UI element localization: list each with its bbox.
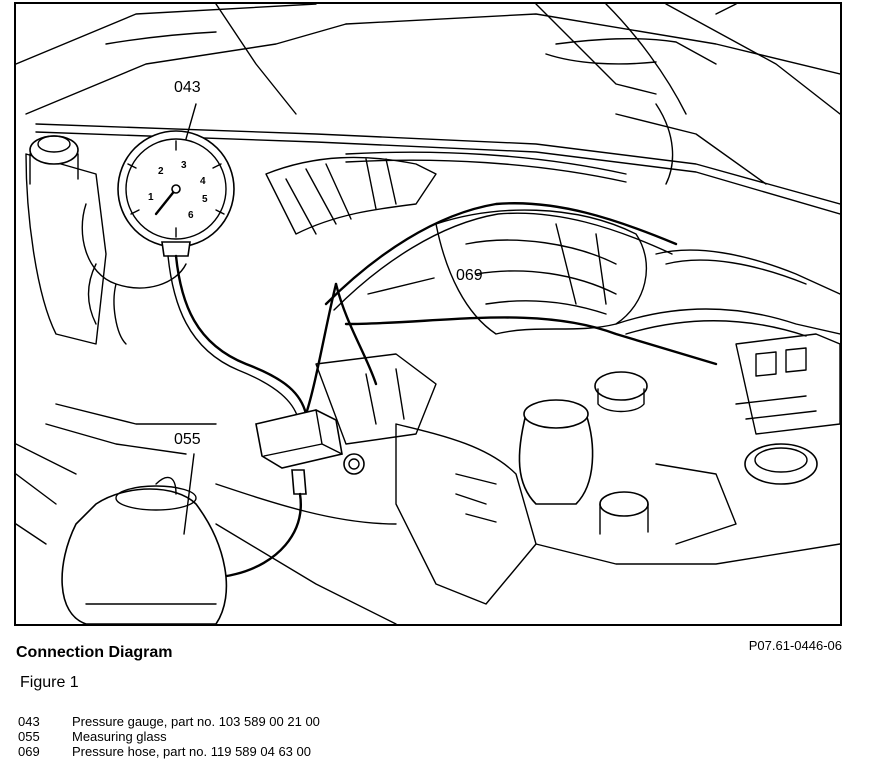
callout-043: 043 bbox=[174, 79, 201, 96]
dial-number: 5 bbox=[202, 194, 208, 205]
parts-legend: 043 Pressure gauge, part no. 103 589 00 … bbox=[18, 714, 320, 759]
cowl-panel bbox=[35, 103, 840, 215]
legend-number: 043 bbox=[18, 714, 40, 729]
engine-block bbox=[16, 353, 840, 624]
legend-row: 055 Measuring glass bbox=[18, 729, 320, 744]
legend-row: 069 Pressure hose, part no. 119 589 04 6… bbox=[18, 744, 320, 759]
callout-leaders bbox=[183, 103, 435, 535]
legend-description: Measuring glass bbox=[72, 729, 167, 744]
diagram-title: Connection Diagram bbox=[16, 644, 173, 661]
engine-connection-illustration: 1 2 3 4 5 6 043 055 069 bbox=[14, 2, 842, 626]
pressure-gauge: 1 2 3 4 5 6 bbox=[117, 130, 235, 257]
legend-description: Pressure hose, part no. 119 589 04 63 00 bbox=[72, 744, 311, 759]
fuse-relay-box bbox=[735, 333, 840, 485]
hood-outline bbox=[16, 4, 840, 115]
fuel-lines bbox=[324, 202, 840, 366]
callout-069: 069 bbox=[456, 267, 483, 284]
dial-number: 4 bbox=[200, 176, 206, 187]
figure-reference-code: P07.61-0446-06 bbox=[748, 638, 842, 653]
legend-row: 043 Pressure gauge, part no. 103 589 00 … bbox=[18, 714, 320, 729]
figure-label: Figure 1 bbox=[20, 674, 79, 691]
reservoir-caps bbox=[518, 371, 649, 535]
callout-055: 055 bbox=[174, 431, 201, 448]
dial-number: 6 bbox=[188, 210, 194, 221]
dial-number: 1 bbox=[148, 192, 154, 203]
legend-description: Pressure gauge, part no. 103 589 00 21 0… bbox=[72, 714, 320, 729]
dial-number: 2 bbox=[158, 166, 164, 177]
t-fitting bbox=[255, 409, 365, 495]
legend-number: 069 bbox=[18, 744, 40, 759]
air-intake-duct bbox=[265, 156, 437, 235]
dial-number: 3 bbox=[181, 160, 187, 171]
pressure-hose bbox=[167, 254, 378, 419]
coolant-reservoir bbox=[25, 135, 107, 345]
legend-number: 055 bbox=[18, 729, 40, 744]
